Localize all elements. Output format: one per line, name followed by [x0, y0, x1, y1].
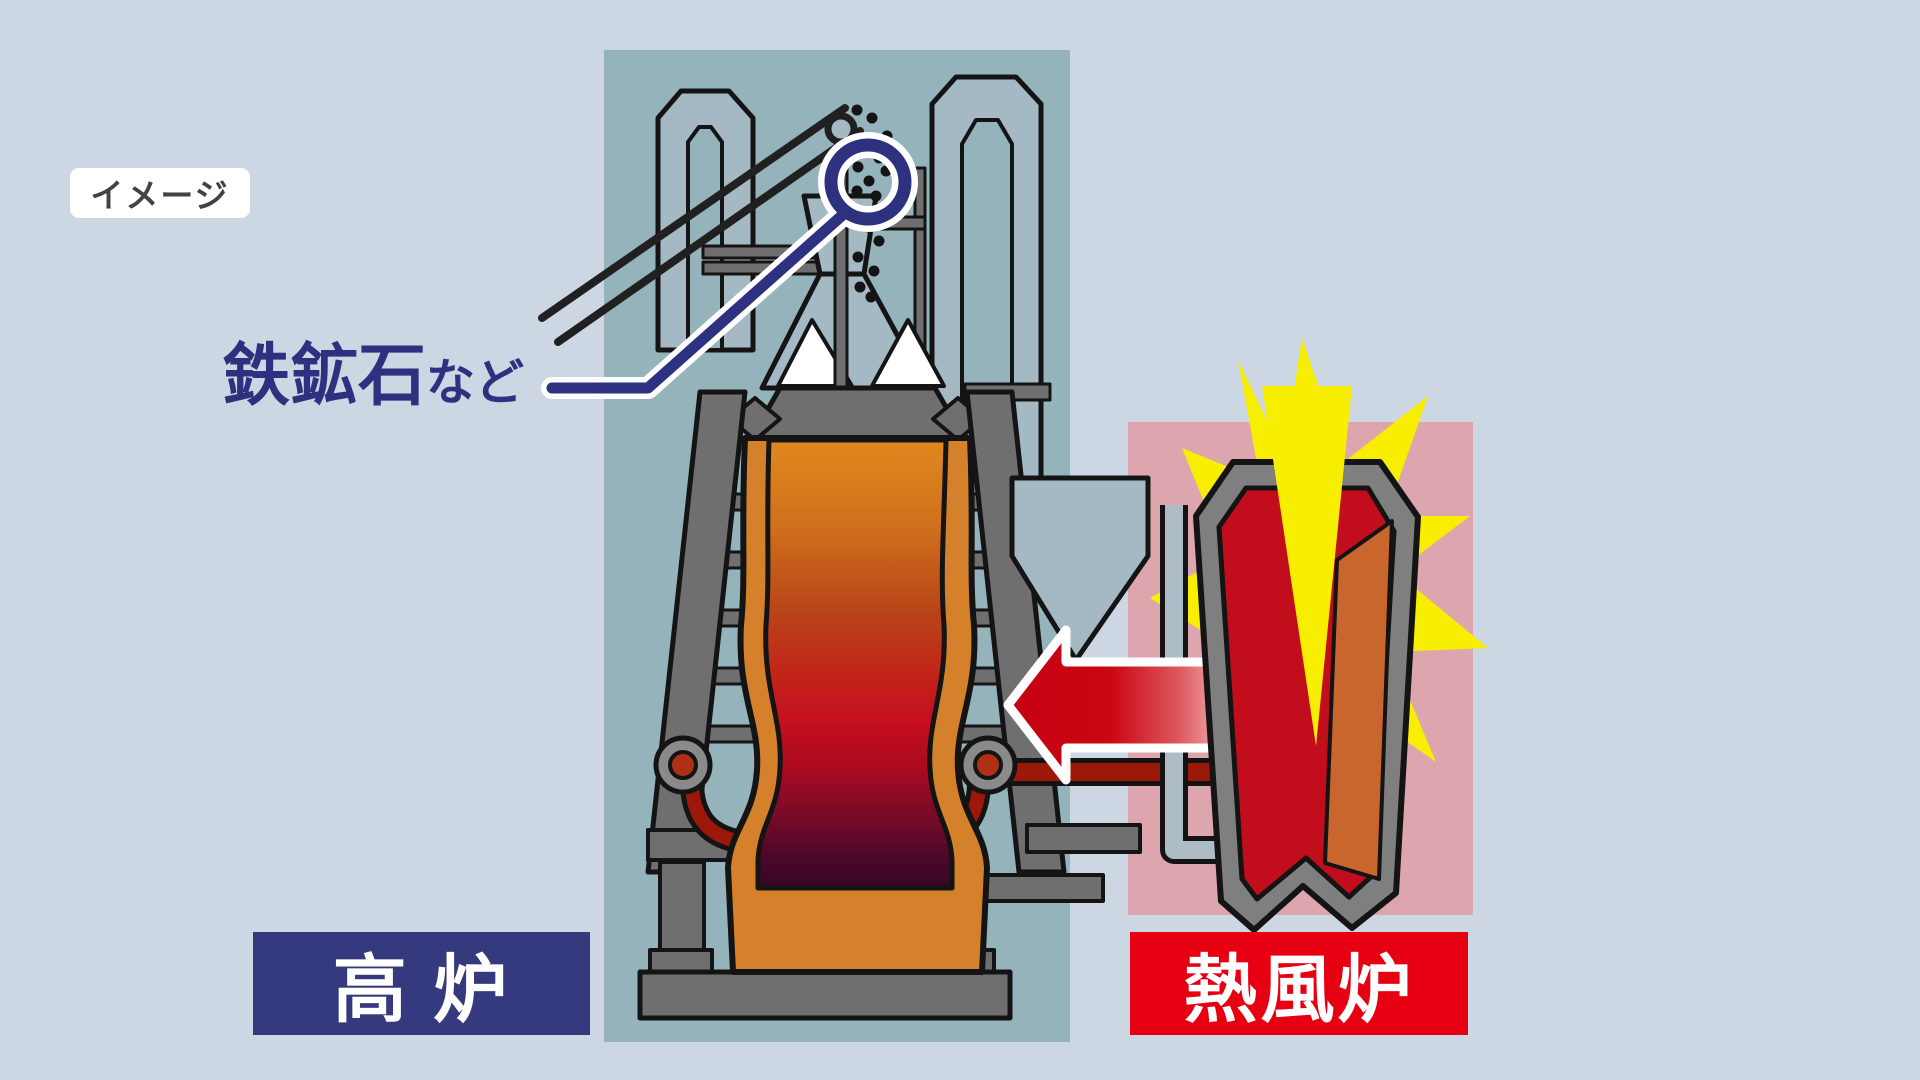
tuyere-icon — [653, 735, 1018, 795]
hot-stove-label: 熱風炉 — [1130, 932, 1468, 1035]
stove-elbow-pipe — [1160, 505, 1234, 864]
starburst-front-beam — [1262, 386, 1352, 746]
throat-collar-icon — [747, 385, 968, 443]
ore-label-main: 鉄鉱石 — [222, 338, 427, 414]
hot-stove-vessel-icon — [1193, 459, 1421, 933]
image-note-tag: イメージ — [70, 168, 250, 218]
blast-furnace-label: 高 炉 — [253, 932, 590, 1035]
blast-furnace-illustration — [538, 74, 1234, 1021]
offtake-funnel-icon — [1009, 475, 1151, 663]
magnifier-circle-icon — [541, 132, 918, 399]
furnace-interior — [755, 437, 955, 891]
ore-label-suffix: など — [426, 356, 525, 410]
ore-label: 鉄鉱石など — [222, 342, 524, 410]
